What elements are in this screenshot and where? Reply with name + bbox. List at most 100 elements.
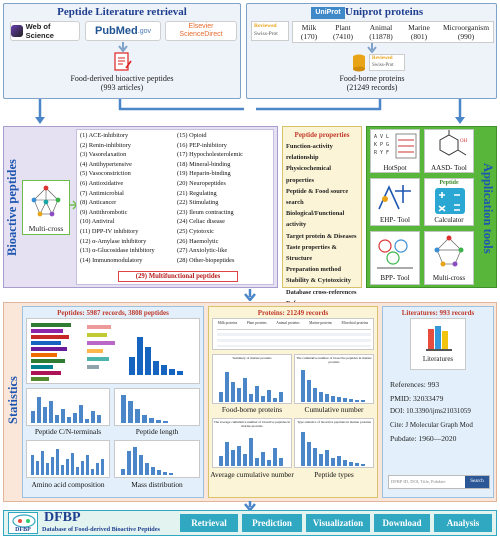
dfbp-logo[interactable]: DFBP — [8, 512, 38, 534]
peptide-type-item[interactable]: (18) Mineral-binding — [177, 160, 231, 168]
peptide-type-item[interactable]: (12) α-Amylase inhibitory — [80, 237, 147, 245]
property-item[interactable]: Stability & Cytotoxicity — [286, 277, 351, 285]
property-item[interactable]: Physicochemical properties — [286, 165, 332, 184]
nav-retrieval[interactable]: Retrieval — [180, 514, 238, 532]
peptide-type-item[interactable]: (23) Ileum contracting — [177, 208, 234, 216]
peptide-type-item[interactable]: (1) ACE-inhibitory — [80, 132, 129, 139]
peptide-type-item[interactable]: (14) Immunomodulatory — [80, 256, 143, 264]
properties-title: Peptide properties — [294, 131, 350, 139]
category-marine[interactable]: Marine(801) — [401, 23, 437, 41]
calculator-label: Calculator — [434, 216, 464, 224]
property-item[interactable]: Function-activity relationship — [286, 143, 333, 162]
peptide-bar-chart — [26, 318, 200, 384]
peptide-type-item[interactable]: (9) Antithrombotic — [80, 208, 128, 216]
nav-analysis[interactable]: Analysis — [434, 514, 492, 532]
marine-summary-chart: Summary of marine proteins — [212, 354, 292, 404]
peptide-type-item[interactable]: (10) Antiviral — [80, 218, 115, 226]
peptide-type-item[interactable]: (8) Anticancer — [80, 199, 117, 207]
aasd-tool[interactable]: OH AASD- Tool — [424, 129, 474, 173]
nav-visualization[interactable]: Visualization — [306, 514, 370, 532]
peptide-type-item[interactable]: (19) Heparin-binding — [177, 170, 231, 178]
ehp-tool[interactable]: EHP- Tool — [370, 178, 420, 226]
peptide-type-item[interactable]: (27) Anxiolytic-like — [177, 247, 228, 255]
peptide-type-item[interactable]: (13) α-Glucosidase inhibitory — [80, 247, 155, 255]
property-item[interactable]: Database cross-references — [286, 288, 357, 296]
peptide-types-chart: Type statistics of bioactive peptides in… — [294, 418, 374, 468]
calculator-title: Peptide — [439, 180, 459, 186]
peptide-type-item[interactable]: (16) PEP-inhibitory — [177, 141, 227, 149]
category-name: Microorganism — [442, 23, 490, 32]
category-milk[interactable]: Milk(170) — [293, 23, 325, 41]
bpp-tool[interactable]: BPP- Tool — [370, 231, 420, 285]
reviewed-badge: Reviewed Swiss-Prot — [251, 21, 289, 41]
uniprot-title: Uniprot proteins — [345, 6, 424, 18]
multicross-tool-label: Multi-cross — [432, 274, 466, 282]
nav-download[interactable]: Download — [374, 514, 430, 532]
protein-tab[interactable]: Milk proteins — [217, 321, 238, 325]
peptide-type-item[interactable]: (6) Antioxidative — [80, 179, 124, 187]
lit-doi: DOI: 10.3390/ijms21031059 — [390, 407, 471, 415]
peptide-type-item[interactable]: (4) Antihypertensive — [80, 160, 132, 168]
lit-search-input[interactable]: DFBP ID, DOI, Title, Pubdate — [391, 479, 446, 484]
literature-title: Peptide Literature retrieval — [57, 6, 187, 18]
svg-text:A V L: A V L — [374, 134, 389, 140]
dfbp-logo-icon — [12, 514, 36, 528]
property-item[interactable]: Peptide & Food source search — [286, 187, 349, 207]
category-name: Animal — [369, 23, 393, 32]
wos-icon — [11, 25, 23, 37]
swissprot-label: Swiss-Prot — [254, 31, 278, 37]
svg-text:K P G: K P G — [374, 142, 389, 148]
lit-pmid: PMID: 32033479 — [390, 393, 444, 403]
lit-search-button[interactable]: Search — [465, 476, 489, 488]
category-name: Plant — [335, 23, 351, 32]
peptide-type-item[interactable]: (3) Vasorelaxation — [80, 151, 127, 159]
peptide-type-item[interactable]: (24) Celiac disease — [177, 218, 225, 226]
protein-tab[interactable]: Marine proteins — [309, 321, 332, 325]
multicross-tool[interactable]: Multi-cross — [424, 231, 474, 285]
peptide-type-item[interactable]: (15) Opioid — [177, 132, 207, 139]
peptide-type-item[interactable]: (7) Antimicrobial — [80, 189, 124, 197]
literature-result: Food-derived bioactive peptides (993 art… — [4, 74, 240, 92]
protein-tab[interactable]: Microbial proteins — [341, 321, 369, 325]
dfbp-logo-text: DFBP — [15, 527, 31, 533]
category-plant[interactable]: Plant(7410) — [325, 23, 361, 41]
property-item[interactable]: Target protein & Diseases — [286, 232, 357, 240]
property-item[interactable]: Biological/Functional activity — [286, 210, 345, 229]
cumulative-caption: Cumulative number — [304, 405, 364, 414]
peptide-type-item[interactable]: (20) Neuropeptides — [177, 179, 226, 187]
calculator-tool[interactable]: Peptide Calculator — [424, 178, 474, 226]
peptide-type-item[interactable]: (26) Haemolytic — [177, 237, 219, 245]
peptide-type-item[interactable]: (25) Cytotoxic — [177, 227, 214, 235]
nav-prediction[interactable]: Prediction — [242, 514, 302, 532]
peptide-type-item[interactable]: (22) Stimulating — [177, 199, 219, 207]
wos-label: Web of Science — [25, 22, 54, 40]
peptide-type-item[interactable]: (21) Regulating — [177, 189, 217, 197]
peptide-type-item[interactable]: (11) DPP-IV inhibitory — [80, 227, 139, 235]
web-of-science-logo[interactable]: Web of Science — [10, 21, 80, 41]
protein-result-line1: Food-borne proteins — [339, 74, 405, 83]
multifunctional-label[interactable]: (29) Multifunctional peptides — [118, 271, 238, 282]
avg-cumulative-title: The average cumulative number of bioacti… — [213, 420, 291, 428]
terminals-chart — [26, 388, 110, 426]
protein-tab[interactable]: Animal proteins — [276, 321, 300, 325]
sciencedirect-logo[interactable]: Elsevier ScienceDirect — [165, 21, 237, 41]
uniprot-logo[interactable]: UniProt — [311, 7, 345, 19]
cumulative-chart-title: The cumulative number of bioactive pepti… — [296, 356, 372, 364]
peptide-type-item[interactable]: (17) Hypocholesterolemic — [177, 151, 243, 159]
property-item[interactable]: Preparation method — [286, 266, 342, 274]
literatures-stats-title: Literatures: 993 records — [401, 309, 475, 317]
category-microorganism[interactable]: Microorganism(990) — [437, 23, 495, 41]
peptide-type-item[interactable]: (2) Renin-inhibitory — [80, 141, 131, 149]
aa-composition-caption: Amino acid composition — [31, 480, 105, 489]
protein-tab[interactable]: Plant proteins — [246, 321, 267, 325]
reviewed-badge-small: Reviewed Swiss-Prot — [369, 54, 405, 71]
peptide-type-item[interactable]: (5) Vasoconstriction — [80, 170, 131, 178]
protein-result-line2: (21249 records) — [346, 83, 398, 92]
property-item[interactable]: Taste properties & Structure — [286, 243, 337, 263]
literatures-icon-card[interactable]: Literatures — [410, 318, 466, 370]
pubmed-logo[interactable]: PubMed .gov — [85, 21, 161, 41]
category-animal[interactable]: Animal(11878) — [361, 23, 401, 41]
bioactive-list-col1: (1) ACE-inhibitory (2) Renin-inhibitory … — [80, 131, 176, 265]
peptide-type-item[interactable]: (28) Other-biopeptides — [177, 256, 235, 264]
